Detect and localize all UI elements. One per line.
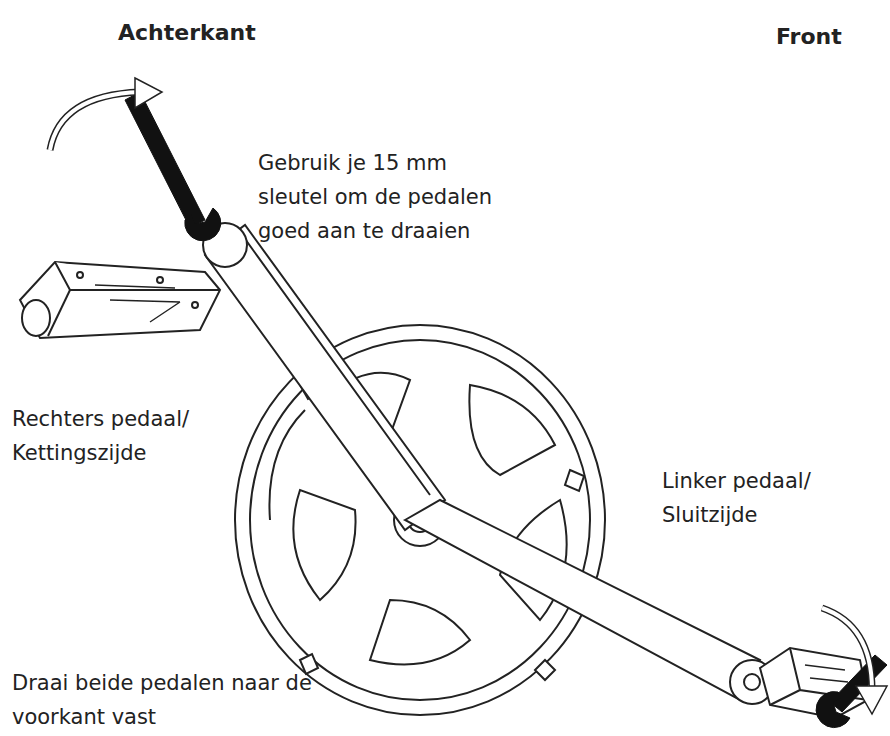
right-crank-arm (203, 223, 445, 530)
arrow-head (856, 686, 887, 714)
rotation-arrow (50, 92, 140, 150)
left-crank-arm (405, 500, 774, 704)
side-heading: Front (776, 20, 886, 54)
instruction-note: Draai beide pedalen naar de voorkant vas… (12, 666, 342, 734)
rotation-arrow (50, 92, 140, 150)
side-heading: Achterkant (118, 16, 318, 50)
rotation-arrow (822, 608, 872, 690)
right-pedal (20, 262, 220, 338)
pedal-label: Linker pedaal/ Sluitzijde (662, 464, 877, 532)
arrow-head (135, 78, 162, 108)
rotation-arrow (822, 608, 872, 690)
wrench (816, 655, 887, 728)
wrench (125, 92, 221, 241)
instruction-note: Gebruik je 15 mm sleutel om de pedalen g… (258, 146, 523, 248)
pedal-label: Rechters pedaal/ Kettingszijde (12, 402, 247, 470)
